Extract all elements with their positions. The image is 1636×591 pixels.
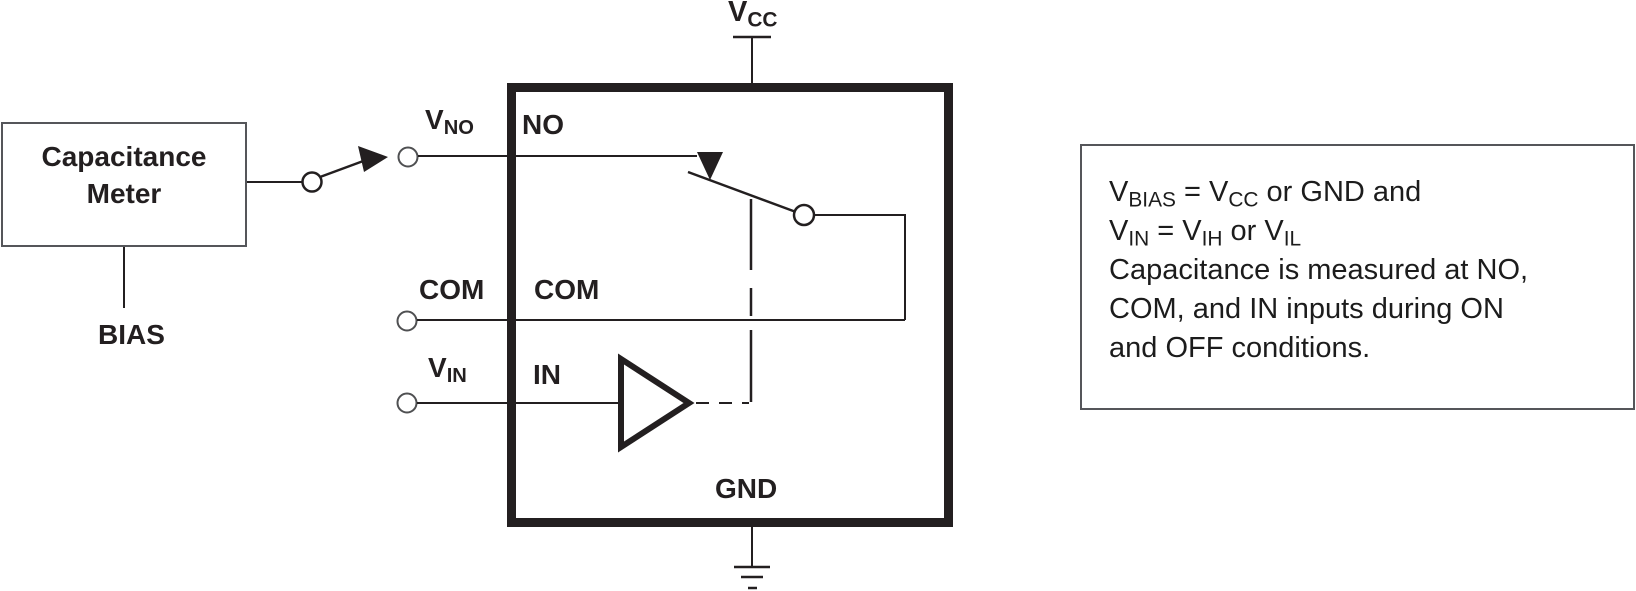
com-terminal-circle <box>396 310 418 332</box>
vcc-label: VCC <box>728 0 778 32</box>
no-terminal-circle <box>397 146 419 168</box>
in-pin-label: IN <box>533 359 561 390</box>
note-line: VBIAS = VCC or GND and <box>1109 176 1422 212</box>
vin-label: VIN <box>428 352 467 388</box>
note-line: and OFF conditions. <box>1109 332 1371 364</box>
external-switch-arrowhead-icon <box>358 146 388 172</box>
in-terminal-circle <box>396 392 418 414</box>
external-switch-arm <box>319 158 367 179</box>
com-ext-label: COM <box>419 274 485 305</box>
vno-label: VNO <box>425 104 474 140</box>
capacitance-meter-label-line1: Capacitance <box>41 141 207 172</box>
com-pin-label: COM <box>534 274 600 305</box>
internal-switch-pivot-circle <box>792 203 816 227</box>
internal-switch-arrowhead-icon <box>697 152 723 180</box>
external-switch-pivot-circle <box>301 171 323 193</box>
note-line: VIN = VIH or VIL <box>1109 215 1302 251</box>
bias-label: BIAS <box>98 319 165 350</box>
internal-switch-arm <box>687 170 797 214</box>
capacitance-meter-label-line2: Meter <box>86 178 162 209</box>
capacitance-meter-box: Capacitance Meter <box>1 122 247 247</box>
switch-to-com-wire <box>814 214 906 320</box>
note-line: COM, and IN inputs during ON <box>1109 293 1504 325</box>
device-under-test-box <box>507 83 953 527</box>
buffer-triangle-icon <box>618 353 695 453</box>
no-pin-label: NO <box>522 109 564 140</box>
gnd-label: GND <box>715 473 778 504</box>
note-line: Capacitance is measured at NO, <box>1109 254 1529 286</box>
